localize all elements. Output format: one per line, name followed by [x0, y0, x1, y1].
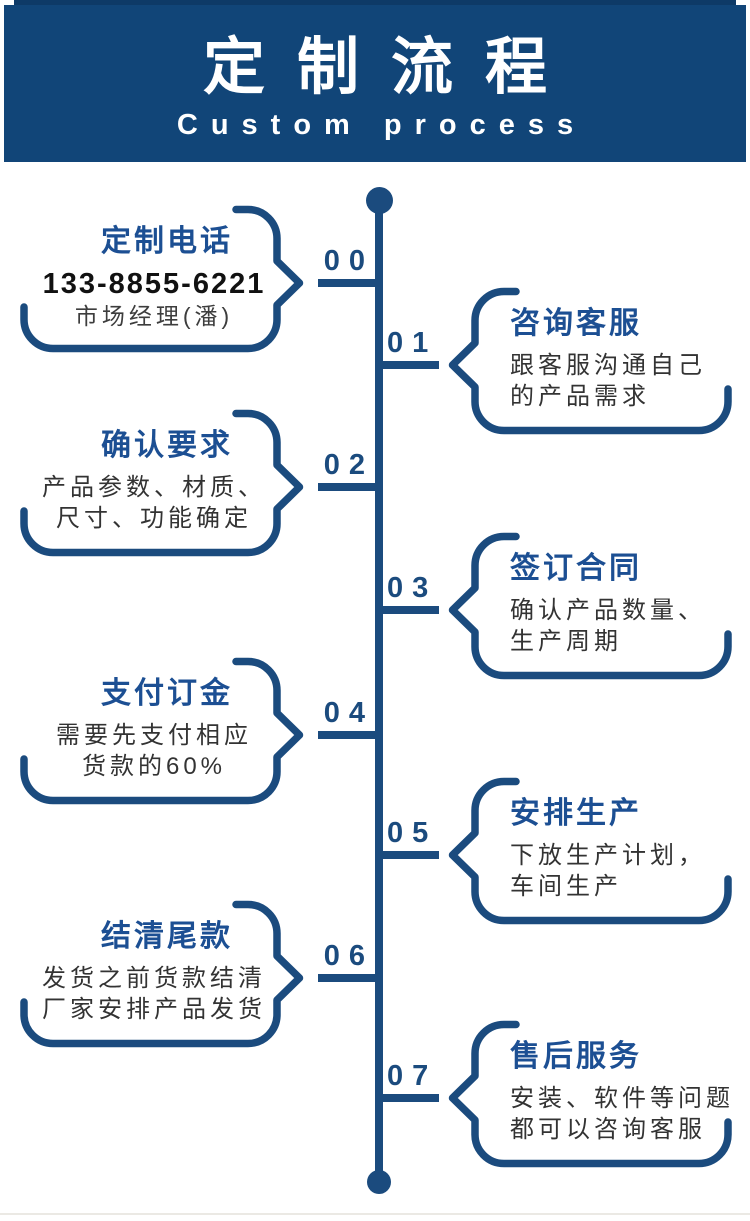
step-title: 定制电话 [101, 225, 233, 258]
timeline-tick [318, 974, 379, 982]
bubble-outline-icon [20, 205, 304, 353]
step-title: 咨询客服 [510, 307, 642, 340]
page-subtitle: Custom process [176, 109, 587, 141]
speech-bubble: 安排生产 下放生产计划， 车间生产 [448, 776, 742, 926]
speech-bubble: 支付订金 需要先支付相应 货款的60% [10, 656, 304, 806]
step-number: 03 [387, 572, 438, 604]
timeline-end-dot [367, 1170, 391, 1194]
banner-top-strip [14, 0, 736, 7]
step-description-line: 安装、软件等问题 [510, 1085, 734, 1112]
step-description-line: 的产品需求 [510, 383, 650, 410]
timeline-tick [318, 483, 379, 491]
timeline-start-dot [366, 187, 393, 214]
step-title: 支付订金 [101, 677, 233, 710]
step-description-line: 确认产品数量、 [510, 597, 706, 624]
timeline-tick [318, 279, 379, 287]
step-title: 签订合同 [510, 552, 642, 585]
step-description-line: 发货之前货款结清 [42, 965, 266, 992]
step-description-line: 车间生产 [510, 873, 622, 900]
phone-number: 133-8855-6221 [42, 268, 266, 300]
speech-bubble: 售后服务 安装、软件等问题 都可以咨询客服 [448, 1019, 742, 1169]
bubble-outline-icon [448, 1020, 732, 1168]
step-number: 06 [323, 940, 374, 972]
bubble-outline-icon [448, 532, 732, 680]
bubble-outline-icon [448, 777, 732, 925]
step-title: 售后服务 [510, 1040, 642, 1073]
step-description-line: 生产周期 [510, 628, 622, 655]
bubble-outline-icon [20, 409, 304, 557]
step-description-line: 尺寸、功能确定 [56, 505, 252, 532]
step-title: 安排生产 [510, 797, 642, 830]
step-description-line: 需要先支付相应 [56, 722, 252, 749]
step-number: 01 [387, 327, 438, 359]
contact-person: 市场经理(潘) [74, 303, 234, 329]
timeline-tick [379, 361, 439, 369]
step-number: 05 [387, 817, 438, 849]
step-number: 02 [323, 449, 374, 481]
speech-bubble: 定制电话 133-8855-6221 市场经理(潘) [10, 204, 304, 354]
bubble-outline-icon [20, 900, 304, 1048]
step-description-line: 都可以咨询客服 [510, 1116, 706, 1143]
step-description-line: 下放生产计划， [510, 842, 706, 869]
step-number: 04 [323, 697, 374, 729]
page-title: 定制流程 [202, 33, 579, 102]
header-banner: 定制流程 Custom process [4, 5, 746, 162]
step-title: 结清尾款 [101, 920, 233, 953]
speech-bubble: 确认要求 产品参数、材质、 尺寸、功能确定 [10, 408, 304, 558]
step-description-line: 货款的60% [81, 753, 227, 780]
step-description-line: 厂家安排产品发货 [42, 996, 266, 1023]
timeline-tick [379, 851, 439, 859]
step-description-line: 产品参数、材质、 [42, 474, 266, 501]
speech-bubble: 结清尾款 发货之前货款结清 厂家安排产品发货 [10, 899, 304, 1049]
timeline-line [375, 198, 383, 1184]
bottom-divider [0, 1213, 750, 1215]
step-number: 07 [387, 1060, 438, 1092]
step-title: 确认要求 [101, 429, 233, 462]
timeline-tick [379, 1094, 439, 1102]
step-description-line: 跟客服沟通自己 [510, 352, 706, 379]
timeline-tick [379, 606, 439, 614]
timeline-tick [318, 731, 379, 739]
step-number: 00 [323, 245, 374, 277]
bubble-outline-icon [448, 287, 732, 435]
speech-bubble: 签订合同 确认产品数量、 生产周期 [448, 531, 742, 681]
speech-bubble: 咨询客服 跟客服沟通自己 的产品需求 [448, 286, 742, 436]
bubble-outline-icon [20, 657, 304, 805]
